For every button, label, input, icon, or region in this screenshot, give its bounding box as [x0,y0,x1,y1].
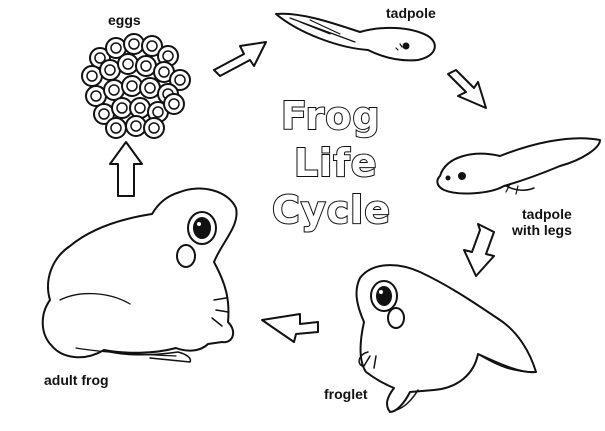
egg [136,56,156,76]
egg [122,76,142,96]
egg [144,118,164,138]
arrow-tadpole-to-legs [448,70,486,108]
egg [100,60,120,80]
egg [118,54,138,74]
egg-cluster-drawing [82,34,190,138]
egg [124,34,144,54]
froglet-drawing [357,265,536,412]
arrow-legs-to-froglet [464,224,494,276]
title-line-frog: Frog [281,96,381,136]
arrow-adult-to-eggs [110,142,142,196]
label-tadpole: tadpole [386,5,436,21]
tadpole-with-legs-drawing [437,138,600,194]
egg [82,66,102,86]
egg [106,118,126,138]
arrow-eggs-to-tadpole [214,42,266,76]
egg [164,94,184,114]
label-tadpole-with-legs-line2: with legs [512,222,572,238]
egg [130,98,150,118]
egg [104,80,124,100]
label-eggs: eggs [108,12,141,28]
adult-frog-drawing [43,189,237,362]
arrow-froglet-to-adult [262,314,318,342]
title-line-cycle: Cycle [272,190,391,230]
label-adult-frog: adult frog [44,372,109,388]
label-tadpole-with-legs-line1: tadpole [522,206,572,222]
title-line-life: Life [294,143,378,183]
label-froglet: froglet [324,386,368,402]
egg [86,86,106,106]
egg [140,78,160,98]
egg [126,116,146,136]
